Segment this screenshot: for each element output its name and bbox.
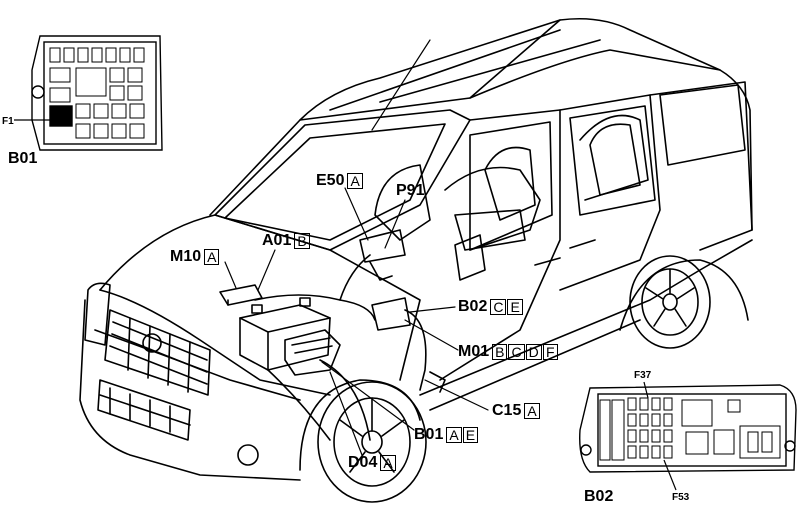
connector-box: C [508,344,525,360]
connector-box: A [524,403,540,419]
engine-fuse-f1-label: F1 [2,116,14,127]
connector-box: A [446,427,462,443]
connector-box: A [380,455,396,471]
connector-box: C [490,299,507,315]
dash-fuse-f53-label: F53 [672,492,690,503]
engine-fuse-box-label: B01 [8,150,38,167]
connector-box: A [347,173,363,189]
component-b01: B01 A E [414,426,479,444]
connector-box: E [462,427,479,443]
component-code: A01 [262,232,292,249]
leader-lines [224,39,489,456]
connector-box: D [525,344,542,360]
dash-fuse-box-label: B02 [584,488,614,505]
component-code: P91 [396,182,425,199]
component-e50: E50 A [316,172,363,190]
component-d04: D04 A [348,454,396,472]
connector-box: F [542,344,558,360]
engine-fuse-box-illustration [14,35,163,151]
component-code: D04 [348,454,378,471]
front-wheel [317,381,427,503]
dash-fuse-f37-label: F37 [634,370,652,381]
component-a01: A01 B [262,232,310,250]
connector-box: B [294,233,310,249]
engine-components [219,229,446,441]
component-p91: P91 [396,182,426,200]
component-code: C15 [492,402,522,419]
component-c15: C15 A [492,402,540,420]
component-code: B02 [458,298,488,315]
connector-box: E [507,299,523,315]
component-b02: B02 C E [458,298,523,316]
component-code: B01 [414,426,444,443]
interior-seats [374,123,641,251]
connector-box: B [492,344,508,360]
connector-box: A [204,249,220,265]
component-m01: M01 B C D F [458,343,558,361]
component-m10: M10 A [170,248,220,266]
component-code: M10 [170,248,202,265]
van-body [79,17,753,481]
component-code: M01 [458,343,490,360]
component-code: E50 [316,172,345,189]
dash-fuse-box-illustration [579,381,797,491]
rear-wheel [629,255,711,349]
